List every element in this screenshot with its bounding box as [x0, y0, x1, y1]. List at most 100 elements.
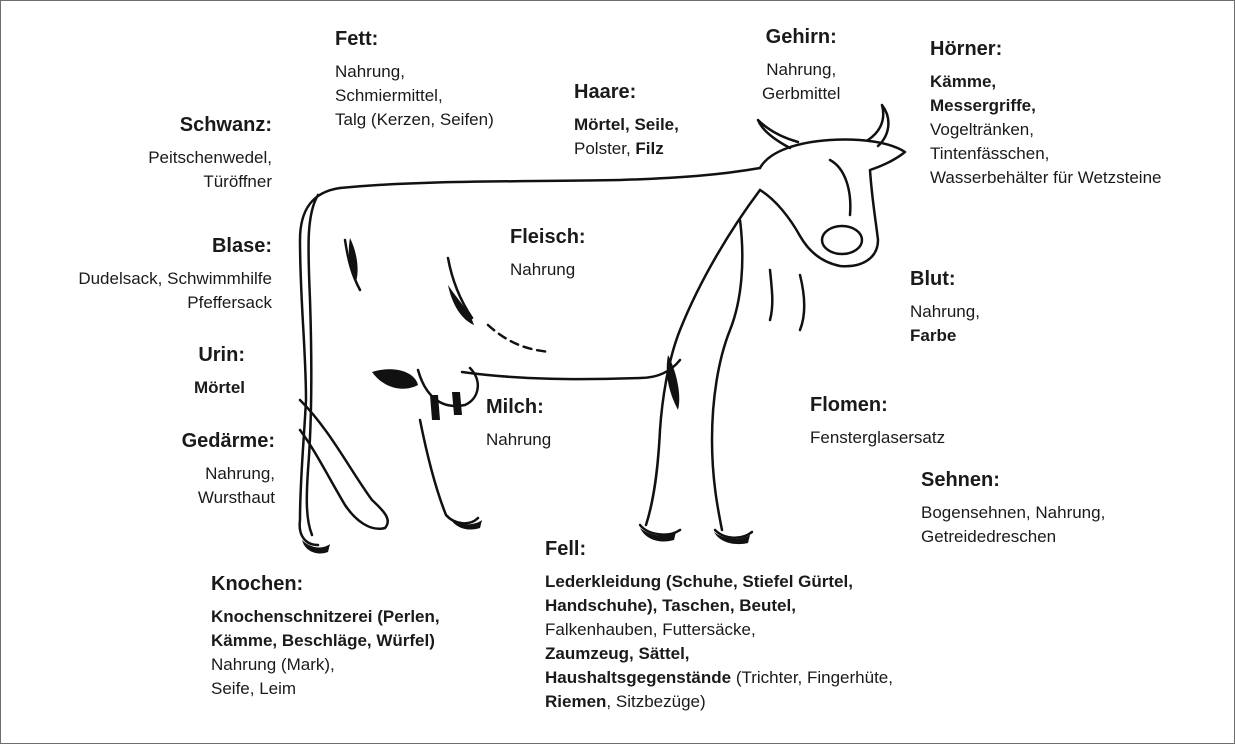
- label-fett-title: Fett:: [335, 26, 494, 52]
- usage-text-bold: Kämme, Beschläge, Würfel): [211, 631, 435, 650]
- label-fleisch-title: Fleisch:: [510, 224, 586, 250]
- cow-belly: [462, 360, 680, 379]
- label-gehirn-text: Nahrung,Gerbmittel: [762, 58, 840, 106]
- label-gedaerme: Gedärme: Nahrung, Wursthaut: [182, 428, 275, 510]
- label-urin-title: Urin:: [194, 342, 245, 368]
- usage-text: Dudelsack, Schwimmhilfe: [78, 269, 272, 288]
- label-urin: Urin: Mörtel: [194, 342, 245, 400]
- usage-line: Haushaltsgegenstände (Trichter, Fingerhü…: [545, 666, 893, 690]
- label-blase-title: Blase:: [78, 233, 272, 259]
- label-knochen-text: Knochenschnitzerei (Perlen, Kämme, Beschl…: [211, 605, 440, 701]
- label-blut: Blut: Nahrung,Farbe: [910, 266, 980, 348]
- usage-text: Fensterglasersatz: [810, 428, 945, 447]
- usage-line: Lederkleidung (Schuhe, Stiefel Gürtel,: [545, 570, 893, 594]
- usage-line: Peitschenwedel,: [148, 146, 272, 170]
- label-hoerner: Hörner: Kämme, Messergriffe, Vogeltränken,…: [930, 36, 1161, 190]
- label-knochen-title: Knochen:: [211, 571, 440, 597]
- cow-horn-left: [758, 120, 798, 148]
- usage-text: Schmiermittel,: [335, 86, 443, 105]
- label-fell: Fell: Lederkleidung (Schuhe, Stiefel Gür…: [545, 536, 893, 714]
- usage-line: Nahrung,: [182, 462, 275, 486]
- usage-text-bold: Handschuhe), Taschen, Beutel,: [545, 596, 796, 615]
- usage-line: Kämme, Beschläge, Würfel): [211, 629, 440, 653]
- usage-text: Talg (Kerzen, Seifen): [335, 110, 494, 129]
- usage-text: , Sitzbezüge): [606, 692, 705, 711]
- cow-head: [760, 140, 905, 267]
- usage-text: Nahrung,: [766, 60, 836, 79]
- usage-line: Messergriffe,: [930, 94, 1161, 118]
- label-fleisch: Fleisch: Nahrung: [510, 224, 586, 282]
- usage-text: Türöffner: [203, 172, 272, 191]
- usage-text: Seife, Leim: [211, 679, 296, 698]
- label-milch-text: Nahrung: [486, 428, 551, 452]
- usage-line: Polster, Filz: [574, 137, 679, 161]
- usage-text: Tintenfässchen,: [930, 144, 1049, 163]
- label-sehnen-text: Bogensehnen, Nahrung, Getreidedreschen: [921, 501, 1105, 549]
- usage-text-bold: Knochenschnitzerei (Perlen,: [211, 607, 440, 626]
- usage-line: Fensterglasersatz: [810, 426, 945, 450]
- usage-line: Knochenschnitzerei (Perlen,: [211, 605, 440, 629]
- usage-line: Mörtel: [194, 376, 245, 400]
- usage-line: Riemen, Sitzbezüge): [545, 690, 893, 714]
- usage-line: Bogensehnen, Nahrung,: [921, 501, 1105, 525]
- label-fell-text: Lederkleidung (Schuhe, Stiefel Gürtel, Ha…: [545, 570, 893, 714]
- label-gehirn-title: Gehirn:: [762, 24, 840, 50]
- label-milch: Milch: Nahrung: [486, 394, 551, 452]
- label-fell-title: Fell:: [545, 536, 893, 562]
- usage-line: Tintenfässchen,: [930, 142, 1161, 166]
- label-haare-title: Haare:: [574, 79, 679, 105]
- usage-text: Nahrung: [486, 430, 551, 449]
- label-fett-text: Nahrung, Schmiermittel, Talg (Kerzen, Seif…: [335, 60, 494, 132]
- usage-line: Mörtel, Seile,: [574, 113, 679, 137]
- usage-text: Wursthaut: [198, 488, 275, 507]
- cow-back: [340, 168, 760, 188]
- usage-line: Schmiermittel,: [335, 84, 494, 108]
- label-hoerner-text: Kämme, Messergriffe, Vogeltränken, Tintenfä…: [930, 70, 1161, 190]
- usage-text: Pfeffersack: [187, 293, 272, 312]
- usage-line: Dudelsack, Schwimmhilfe: [78, 267, 272, 291]
- usage-text: Bogensehnen, Nahrung,: [921, 503, 1105, 522]
- usage-text: Vogeltränken,: [930, 120, 1034, 139]
- usage-text: Polster,: [574, 139, 635, 158]
- usage-line: Nahrung,: [910, 300, 980, 324]
- label-gedaerme-title: Gedärme:: [182, 428, 275, 454]
- usage-line: Nahrung,: [762, 58, 840, 82]
- label-sehnen-title: Sehnen:: [921, 467, 1105, 493]
- usage-line: Wursthaut: [182, 486, 275, 510]
- usage-line: Türöffner: [148, 170, 272, 194]
- usage-text-bold: Farbe: [910, 326, 956, 345]
- usage-text-bold: Messergriffe,: [930, 96, 1036, 115]
- label-haare: Haare: Mörtel, Seile, Polster, Filz: [574, 79, 679, 161]
- label-flomen: Flomen: Fensterglasersatz: [810, 392, 945, 450]
- cow-horn-right: [868, 105, 888, 146]
- usage-text: Nahrung,: [335, 62, 405, 81]
- usage-line: Seife, Leim: [211, 677, 440, 701]
- usage-line: Nahrung: [486, 428, 551, 452]
- label-blut-text: Nahrung, Farbe: [910, 300, 980, 348]
- usage-text: Nahrung: [510, 260, 575, 279]
- label-hoerner-title: Hörner:: [930, 36, 1161, 62]
- usage-text: (Trichter, Fingerhüte,: [731, 668, 893, 687]
- usage-text-bold: Mörtel, Seile,: [574, 115, 679, 134]
- usage-text: Nahrung,: [910, 302, 980, 321]
- label-fett: Fett: Nahrung, Schmiermittel, Talg (Kerzen…: [335, 26, 494, 132]
- label-flomen-title: Flomen:: [810, 392, 945, 418]
- usage-text-bold: Kämme,: [930, 72, 996, 91]
- usage-text: Wasserbehälter für Wetzsteine: [930, 168, 1161, 187]
- usage-text-bold: Lederkleidung (Schuhe, Stiefel Gürtel,: [545, 572, 853, 591]
- usage-line: Nahrung: [510, 258, 586, 282]
- label-flomen-text: Fensterglasersatz: [810, 426, 945, 450]
- usage-line: Farbe: [910, 324, 980, 348]
- label-milch-title: Milch:: [486, 394, 551, 420]
- usage-text: Getreidedreschen: [921, 527, 1056, 546]
- label-urin-text: Mörtel: [194, 376, 245, 400]
- usage-line: Nahrung,: [335, 60, 494, 84]
- usage-text-bold: Riemen: [545, 692, 606, 711]
- label-haare-text: Mörtel, Seile, Polster, Filz: [574, 113, 679, 161]
- usage-text: Falkenhauben, Futtersäcke,: [545, 620, 756, 639]
- usage-text-bold: Zaumzeug, Sättel,: [545, 644, 690, 663]
- usage-text: Nahrung (Mark),: [211, 655, 335, 674]
- usage-line: Zaumzeug, Sättel,: [545, 642, 893, 666]
